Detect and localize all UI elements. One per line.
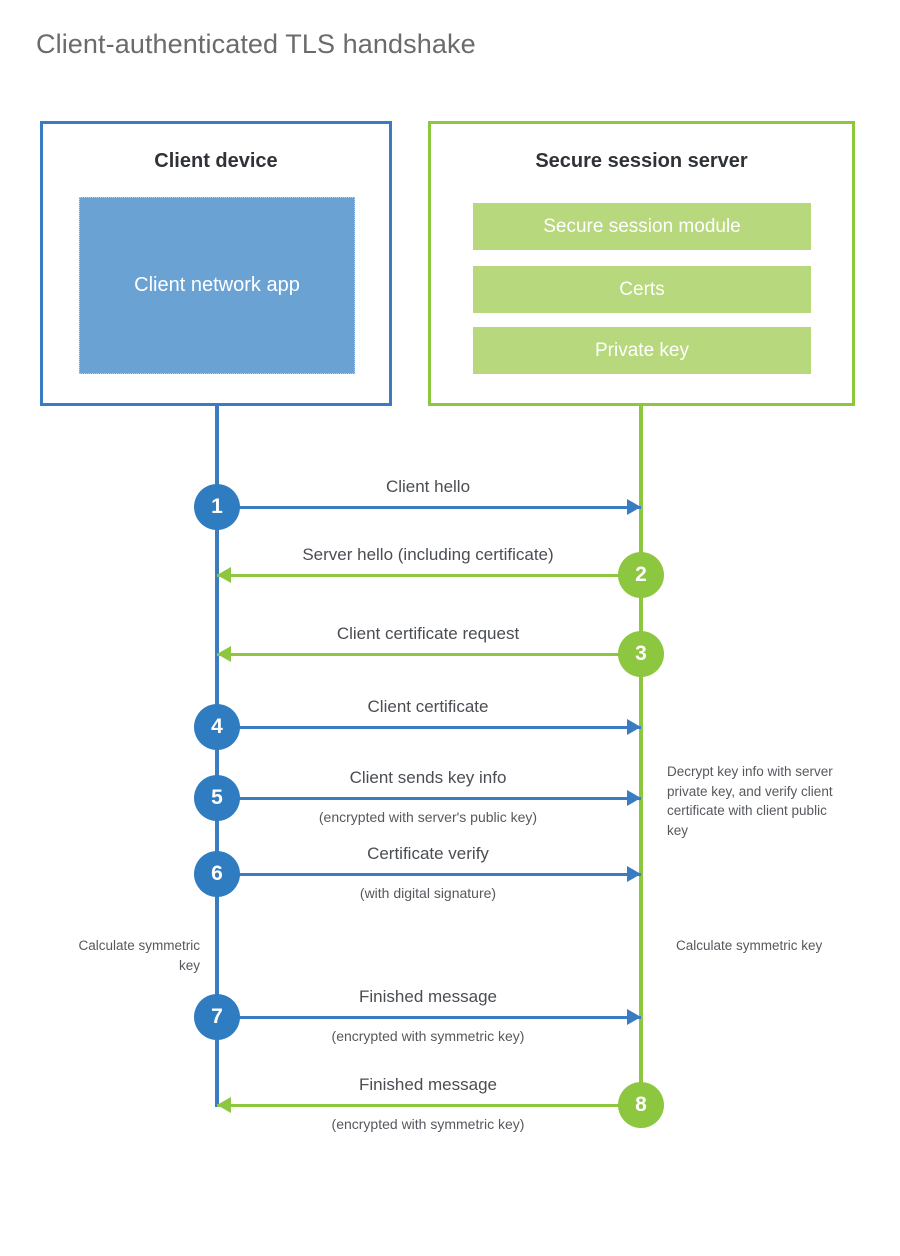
server-component-private-key: Private key — [473, 327, 811, 374]
step-8-label: Finished message — [359, 1075, 497, 1094]
client-lifeline — [215, 406, 219, 1107]
step-3-arrow-head — [217, 646, 231, 662]
step-badge-6[interactable]: 6 — [194, 851, 240, 897]
step-3-label: Client certificate request — [336, 624, 520, 643]
secure-session-server-box: Secure session server Secure session mod… — [428, 121, 855, 406]
step-6-label: Certificate verify — [367, 844, 489, 863]
step-5-arrow-head — [627, 790, 641, 806]
step-8-arrow-head — [217, 1097, 231, 1113]
step-5-label: Client sends key info — [349, 768, 507, 787]
step-7-label: Finished message — [359, 987, 497, 1006]
step-badge-2[interactable]: 2 — [618, 552, 664, 598]
step-badge-5[interactable]: 5 — [194, 775, 240, 821]
client-device-title: Client device — [154, 150, 278, 172]
step-2-label: Server hello (including certificate) — [302, 545, 554, 564]
step-2-arrow-head — [217, 567, 231, 583]
step-6-arrow-head — [627, 866, 641, 882]
step-3-arrow-line — [217, 653, 641, 656]
secure-session-server-title: Secure session server — [535, 150, 748, 172]
step-4-arrow-line — [217, 726, 641, 729]
server-lifeline — [639, 406, 643, 1107]
step-5-arrow-line — [217, 797, 641, 800]
step-8-sublabel: (encrypted with symmetric key) — [331, 1116, 525, 1132]
step-1-arrow-line — [217, 506, 641, 509]
step-6-arrow-line — [217, 873, 641, 876]
server-component-secure-session-module: Secure session module — [473, 203, 811, 250]
step-8-arrow-line — [217, 1104, 641, 1107]
server-calculate-symmetric-key-note: Calculate symmetric key — [676, 938, 823, 953]
client-calculate-symmetric-key-note: Calculate symmetric key — [78, 938, 200, 973]
client-network-app-block: Client network app — [79, 197, 355, 374]
step-5-sublabel: (encrypted with server's public key) — [318, 809, 538, 825]
step-7-sublabel: (encrypted with symmetric key) — [331, 1028, 525, 1044]
step-badge-4[interactable]: 4 — [194, 704, 240, 750]
step-1-label: Client hello — [385, 477, 471, 496]
step-4-arrow-head — [627, 719, 641, 735]
client-device-box: Client device Client network app — [40, 121, 392, 406]
step-1-arrow-head — [627, 499, 641, 515]
step-badge-7[interactable]: 7 — [194, 994, 240, 1040]
step-badge-1[interactable]: 1 — [194, 484, 240, 530]
step-badge-3[interactable]: 3 — [618, 631, 664, 677]
step-4-label: Client certificate — [367, 697, 489, 716]
step-7-arrow-line — [217, 1016, 641, 1019]
step-7-arrow-head — [627, 1009, 641, 1025]
server-component-certs: Certs — [473, 266, 811, 313]
step-6-sublabel: (with digital signature) — [359, 885, 497, 901]
step-2-arrow-line — [217, 574, 641, 577]
server-decrypt-note: Decrypt key info with server private key… — [667, 764, 833, 838]
step-badge-8[interactable]: 8 — [618, 1082, 664, 1128]
page-title: Client-authenticated TLS handshake — [36, 29, 476, 59]
